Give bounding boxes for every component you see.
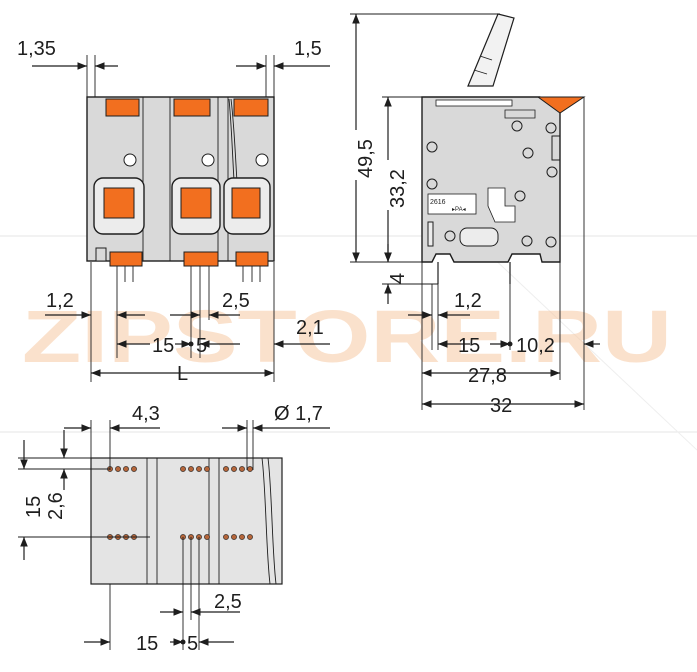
dim-5-front-label: 5 bbox=[196, 335, 207, 357]
dim-27-8-label: 27,8 bbox=[468, 365, 507, 387]
release-hole-1 bbox=[123, 153, 137, 167]
side-view: 2616 ▸PA◂ 49,5 33,2 4 1,2 bbox=[350, 13, 600, 417]
dim-15-bottom-label: 15 bbox=[136, 633, 158, 655]
footprint-holes bbox=[107, 466, 253, 540]
watermark-text: ZIPSTORE.RU bbox=[22, 295, 672, 378]
side-actuator bbox=[536, 96, 586, 114]
dim-10-2-label: 10,2 bbox=[516, 335, 555, 357]
dim-4-3-label: 4,3 bbox=[132, 403, 160, 425]
dim-L-label: L bbox=[177, 363, 188, 385]
side-housing bbox=[421, 96, 561, 263]
dim-49-5-label: 49,5 bbox=[355, 139, 377, 178]
dim-32-label: 32 bbox=[490, 395, 512, 417]
side-marking-line1: 2616 bbox=[430, 199, 446, 206]
dim-1-2-front-label: 1,2 bbox=[46, 290, 74, 312]
front-pins bbox=[95, 247, 269, 282]
wire-entry-2 bbox=[171, 177, 221, 235]
footprint-outline bbox=[90, 457, 283, 585]
dim-4-label: 4 bbox=[387, 273, 409, 284]
dim-2-1-label: 2,1 bbox=[296, 317, 324, 339]
wire-entry-3 bbox=[223, 177, 271, 235]
dim-hole-label: Ø 1,7 bbox=[274, 403, 323, 425]
actuator-top-2 bbox=[173, 98, 211, 117]
dim-33-2-label: 33,2 bbox=[387, 169, 409, 208]
dim-5-bottom-label: 5 bbox=[187, 633, 198, 655]
side-internals: 2616 ▸PA◂ bbox=[426, 109, 561, 248]
dim-1-5-label: 1,5 bbox=[294, 38, 322, 60]
dim-1-35-label: 1,35 bbox=[17, 38, 56, 60]
front-view: 1,35 1,5 1,2 2,5 15 5 2,1 bbox=[17, 38, 330, 385]
dim-1-2-side-label: 1,2 bbox=[454, 290, 482, 312]
dim-15-front-label: 15 bbox=[152, 335, 174, 357]
dim-2-5-bottom-label: 2,5 bbox=[214, 591, 242, 613]
release-hole-2 bbox=[201, 153, 215, 167]
wire-entry-1 bbox=[93, 177, 145, 235]
side-marking-line2: ▸PA◂ bbox=[452, 207, 466, 213]
actuator-top-3 bbox=[233, 98, 269, 117]
dim-2-5-front-label: 2,5 bbox=[222, 290, 250, 312]
footprint-view: 4,3 Ø 1,7 15 2,6 2,5 15 5 bbox=[18, 403, 330, 655]
actuator-top-1 bbox=[105, 98, 140, 117]
dim-2-6-label: 2,6 bbox=[45, 492, 67, 520]
release-hole-3 bbox=[255, 153, 269, 167]
dim-15-side-label: 15 bbox=[458, 335, 480, 357]
lever-open bbox=[467, 13, 515, 87]
dim-15-vertical-label: 15 bbox=[23, 496, 45, 518]
